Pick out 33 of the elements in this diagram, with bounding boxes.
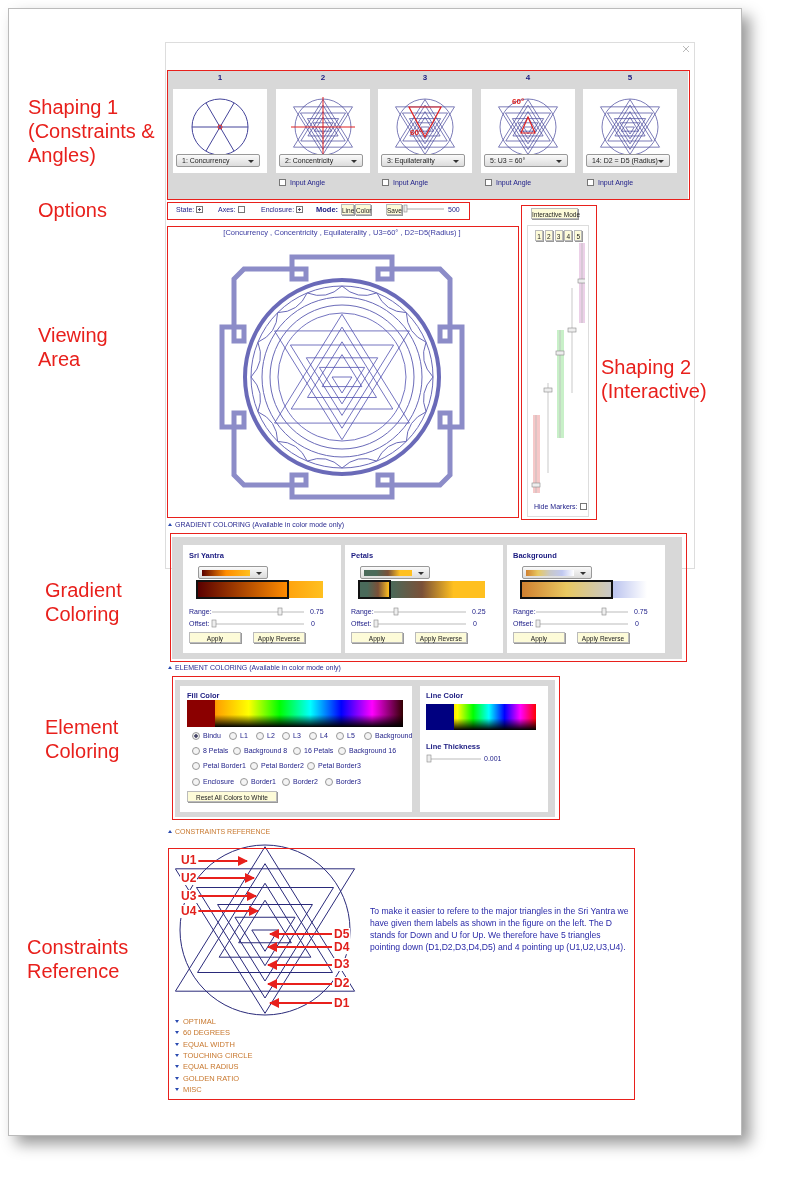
annotation-label: Element Coloring	[45, 715, 121, 763]
column-number: 2	[319, 73, 327, 82]
column-number: 3	[421, 73, 429, 82]
leader-arrow	[267, 942, 333, 952]
callout-label: D1	[333, 997, 351, 1010]
column-number: 5	[626, 73, 634, 82]
callout-label: U1	[180, 854, 198, 867]
callout-label: D2	[333, 977, 351, 990]
leader-arrow	[267, 979, 333, 989]
callout-label: D4	[333, 941, 351, 954]
annotation-label: Options	[38, 198, 108, 222]
description-text: To make it easier to refere to the major triangles in the Sri Yantra we have given them labels as shown in the figure on the left. The D stands for Down and U for Up. We therefore have 5 triangles pointing down (D1,D2,D3,D4,D5) and 4 pointing up (U1,U2,U3,U4).	[370, 905, 630, 953]
leader-arrow	[197, 891, 257, 901]
callout-label: U4	[180, 905, 198, 918]
callout-label: D5	[333, 928, 351, 941]
leader-arrow	[269, 929, 333, 939]
annotation-label: Constraints Reference	[27, 935, 130, 983]
callout-label: U2	[180, 872, 198, 885]
column-number: 1	[216, 73, 224, 82]
annotation-label: Shaping 2 (Interactive)	[601, 355, 708, 403]
annotation-label: Gradient Coloring	[45, 578, 123, 626]
leader-arrow	[267, 960, 333, 970]
leader-arrow	[197, 873, 255, 883]
callout-label: D3	[333, 958, 351, 971]
angle-label: 60°	[410, 128, 423, 137]
leader-arrow	[197, 856, 248, 866]
leader-arrow	[197, 906, 259, 916]
angle-label: 60°	[512, 97, 525, 106]
annotation-label: Shaping 1 (Constraints & Angles)	[28, 95, 156, 167]
leader-arrow	[269, 998, 333, 1008]
column-number: 4	[524, 73, 532, 82]
annotation-label: Viewing Area	[38, 323, 109, 371]
callout-label: U3	[180, 890, 198, 903]
